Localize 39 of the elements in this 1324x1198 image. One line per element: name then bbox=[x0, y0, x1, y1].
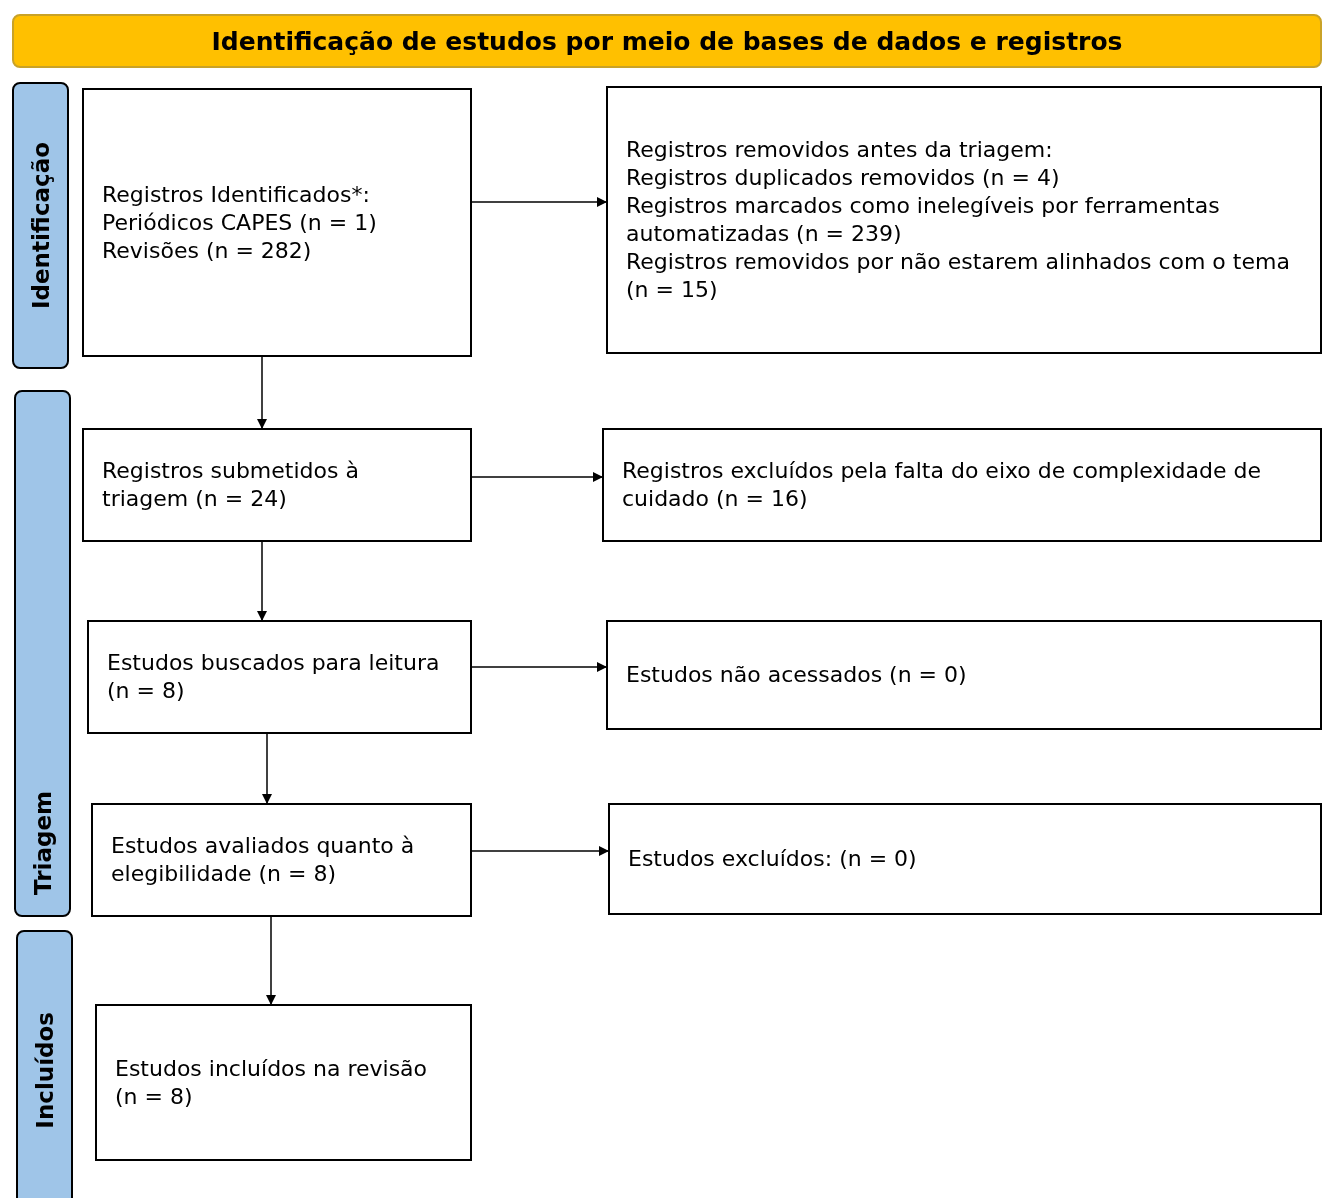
stage-band bbox=[16, 930, 73, 1198]
title-banner bbox=[12, 14, 1322, 68]
process-box bbox=[82, 88, 472, 357]
box-text: Registros duplicados removidos (n = 4) bbox=[626, 164, 1061, 192]
arrow bbox=[471, 846, 609, 856]
arrow bbox=[262, 733, 272, 804]
box-text: Estudos buscados para leitura (n = 8) bbox=[107, 649, 441, 705]
box-text: Registros removidos antes da triagem: bbox=[626, 136, 1054, 164]
title-text: Identificação de estudos por meio de bases de dados e registros bbox=[211, 26, 1123, 56]
box-text: Periódicos CAPES (n = 1) bbox=[102, 208, 378, 237]
process-box bbox=[87, 620, 472, 734]
process-box bbox=[82, 428, 472, 542]
box-text: Registros marcados como inelegíveis por ferramentas automatizadas (n = 239) bbox=[626, 192, 1221, 248]
arrow bbox=[471, 197, 607, 207]
process-box bbox=[606, 620, 1322, 730]
box-text: Estudos não acessados (n = 0) bbox=[626, 661, 968, 689]
process-box bbox=[608, 803, 1322, 915]
stage-label: Triagem bbox=[29, 791, 56, 895]
arrow bbox=[471, 472, 603, 482]
box-text: Estudos excluídos: (n = 0) bbox=[628, 845, 918, 873]
arrow bbox=[257, 541, 267, 621]
process-box bbox=[602, 428, 1322, 542]
box-text: Estudos avaliados quanto à elegibilidade (n = 8) bbox=[111, 832, 416, 888]
box-text: Registros removidos por não estarem alinhados com o tema (n = 15) bbox=[626, 248, 1291, 304]
box-text: Registros submetidos à triagem (n = 24) bbox=[102, 457, 360, 513]
stage-label: Identificação bbox=[27, 142, 54, 309]
box-text: Registros excluídos pela falta do eixo de complexidade de cuidado (n = 16) bbox=[622, 457, 1263, 513]
stage-label: Incluídos bbox=[31, 1011, 58, 1129]
process-box bbox=[606, 86, 1322, 354]
process-box bbox=[91, 803, 472, 917]
box-text: Revisões (n = 282) bbox=[102, 236, 313, 265]
box-text: Estudos incluídos na revisão (n = 8) bbox=[115, 1054, 429, 1111]
box-text: Registros Identificados*: bbox=[102, 180, 371, 209]
arrow bbox=[266, 916, 276, 1005]
arrow bbox=[257, 356, 267, 429]
arrow bbox=[471, 662, 607, 672]
stage-band bbox=[14, 390, 71, 917]
stage-band bbox=[12, 82, 69, 369]
process-box bbox=[95, 1004, 472, 1161]
